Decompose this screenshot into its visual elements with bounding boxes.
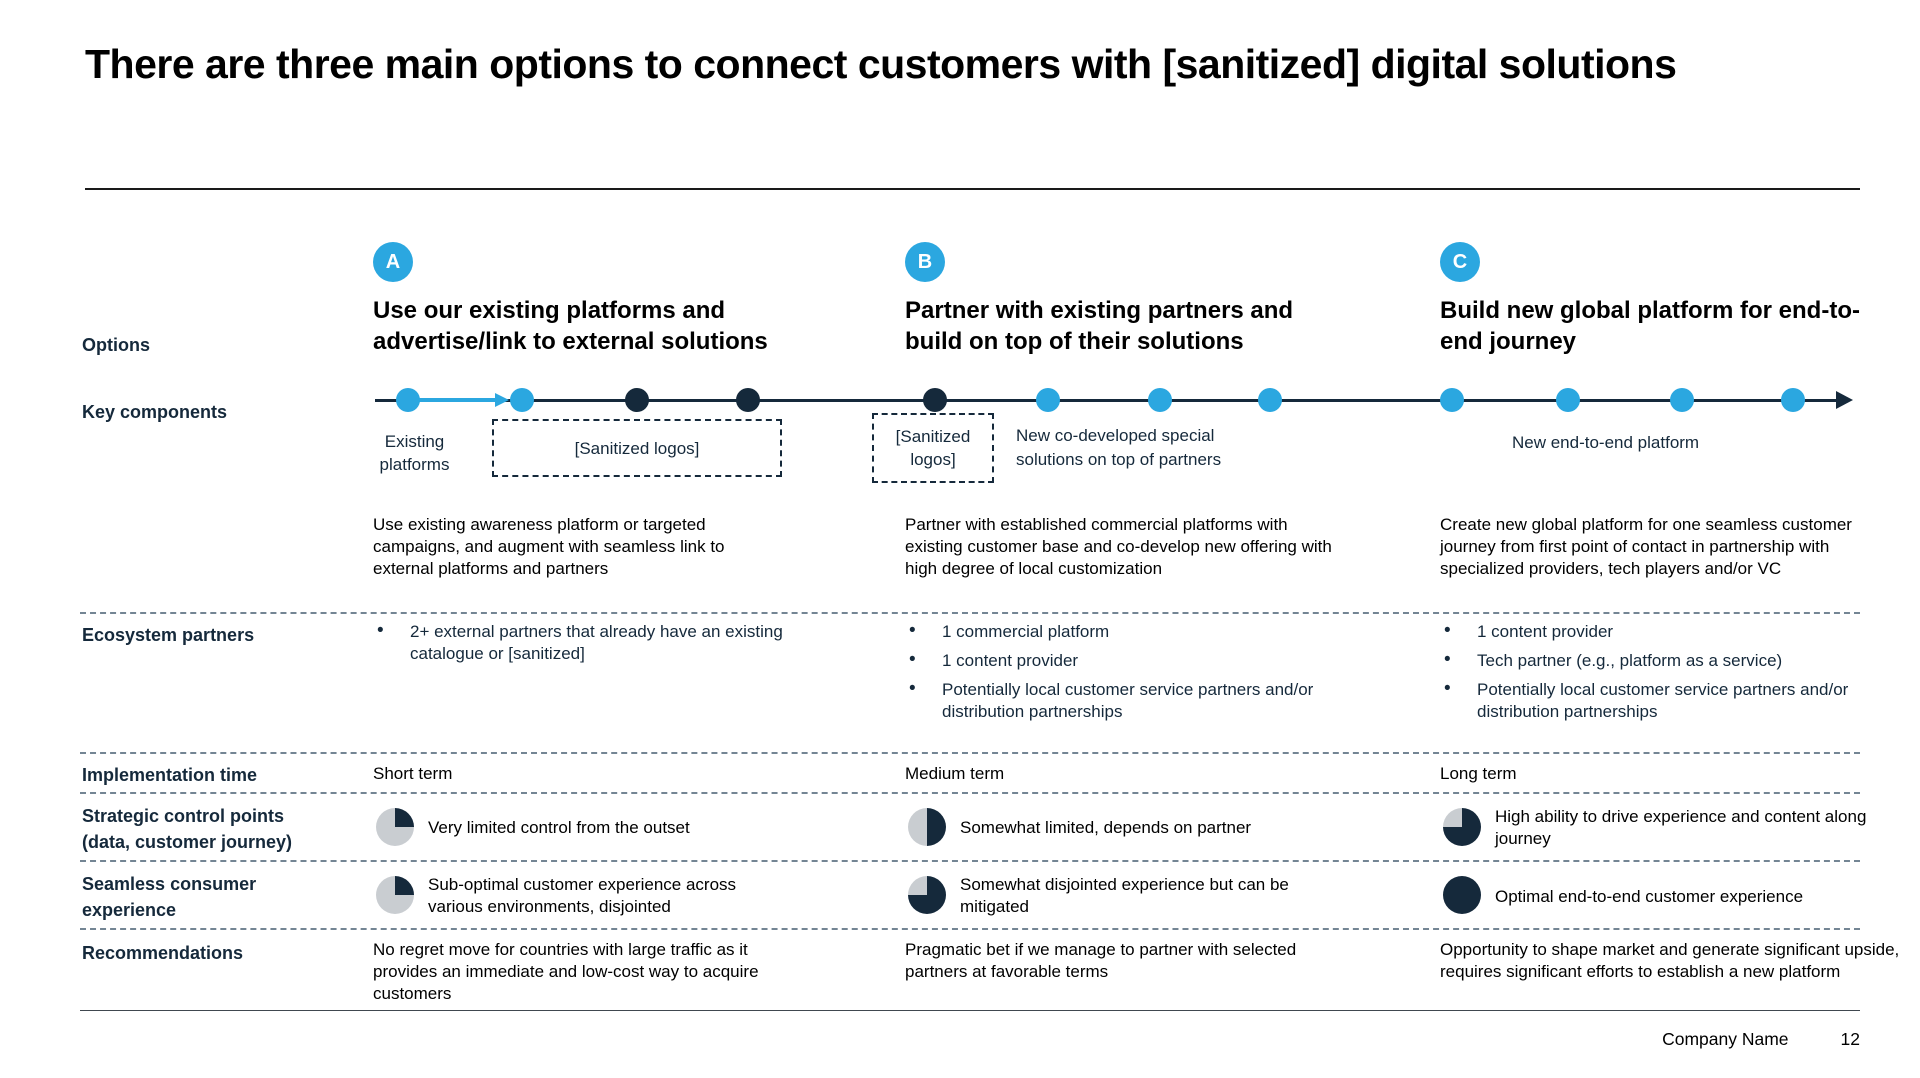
list-item: 1 content provider bbox=[1440, 620, 1892, 643]
option-badge-b: B bbox=[905, 242, 945, 282]
row-label-implementation-time: Implementation time bbox=[82, 765, 258, 785]
option-header-a: Use our existing platforms and advertise… bbox=[373, 297, 768, 355]
row-separator bbox=[80, 860, 1860, 862]
row-label-ecosystem-partners: Ecosystem partners bbox=[82, 625, 255, 645]
option-header-b: Partner with existing partners and build… bbox=[905, 297, 1294, 355]
row-label-seamless-experience: Seamless consumer experience bbox=[82, 874, 257, 920]
option-description-a: Use existing awareness platform or targe… bbox=[373, 515, 725, 578]
timeline-dot bbox=[923, 388, 947, 412]
sanitized-logos-box-b: [Sanitized logos] bbox=[872, 413, 994, 483]
harvey-ball-quarter-icon bbox=[376, 876, 414, 914]
row-separator bbox=[80, 752, 1860, 754]
harvey-ball-quarter-icon bbox=[376, 808, 414, 846]
row-separator bbox=[80, 792, 1860, 794]
list-item: 2+ external partners that already have a… bbox=[373, 620, 823, 665]
seamless-text-b: Somewhat disjointed experience but can b… bbox=[960, 875, 1289, 916]
list-item: 1 content provider bbox=[905, 649, 1337, 672]
timeline-dot bbox=[396, 388, 420, 412]
codeveloped-label: New co-developed special solutions on to… bbox=[1016, 426, 1222, 469]
option-badge-c: C bbox=[1440, 242, 1480, 282]
new-platform-label: New end-to-end platform bbox=[1512, 433, 1700, 452]
ecosystem-list-c: 1 content provider Tech partner (e.g., p… bbox=[1440, 620, 1892, 730]
timeline-dot bbox=[510, 388, 534, 412]
harvey-ball-three-quarter-icon bbox=[1443, 808, 1481, 846]
list-item: Potentially local customer service partn… bbox=[905, 678, 1337, 723]
strategic-text-b: Somewhat limited, depends on partner bbox=[960, 818, 1252, 837]
blue-arrowhead-icon bbox=[495, 393, 509, 407]
row-label-line: Strategic control points bbox=[82, 806, 285, 826]
row-label-recommendations: Recommendations bbox=[82, 943, 244, 963]
timeline-dot bbox=[1781, 388, 1805, 412]
strategic-text-c: High ability to drive experience and con… bbox=[1495, 807, 1867, 848]
existing-platforms-label: Existing platforms bbox=[379, 432, 450, 474]
implementation-b: Medium term bbox=[905, 764, 1005, 783]
strategic-text-a: Very limited control from the outset bbox=[428, 818, 690, 837]
footer-company-name: Company Name bbox=[1662, 1029, 1789, 1049]
seamless-text-a: Sub-optimal customer experience across v… bbox=[428, 875, 737, 916]
harvey-ball-half-icon bbox=[908, 808, 946, 846]
ecosystem-list-a: 2+ external partners that already have a… bbox=[373, 620, 823, 672]
recommendation-b: Pragmatic bet if we manage to partner wi… bbox=[905, 940, 1297, 981]
footer-divider bbox=[80, 1010, 1860, 1011]
list-item: 1 commercial platform bbox=[905, 620, 1337, 643]
option-description-b: Partner with established commercial plat… bbox=[905, 515, 1332, 578]
footer-page-number: 12 bbox=[1840, 1029, 1860, 1049]
row-label-key-components: Key components bbox=[82, 402, 228, 422]
sanitized-logos-a-label: [Sanitized logos] bbox=[574, 438, 700, 458]
recommendation-a: No regret move for countries with large … bbox=[373, 940, 759, 1003]
sanitized-logos-box-a: [Sanitized logos] bbox=[492, 419, 782, 477]
sanitized-logos-b-label: [Sanitized logos] bbox=[895, 427, 971, 469]
timeline-dot bbox=[1440, 388, 1464, 412]
option-badge-a: A bbox=[373, 242, 413, 282]
row-separator bbox=[80, 612, 1860, 614]
page-title: There are three main options to connect … bbox=[85, 41, 1677, 87]
row-label-strategic-control: Strategic control points (data, customer… bbox=[82, 803, 317, 855]
list-item: Potentially local customer service partn… bbox=[1440, 678, 1892, 723]
option-description-c: Create new global platform for one seaml… bbox=[1440, 515, 1852, 578]
timeline-dot bbox=[1556, 388, 1580, 412]
timeline-dot bbox=[1670, 388, 1694, 412]
timeline-dot bbox=[1258, 388, 1282, 412]
implementation-a: Short term bbox=[373, 764, 453, 783]
ecosystem-list-b: 1 commercial platform 1 content provider… bbox=[905, 620, 1337, 730]
timeline-dot bbox=[736, 388, 760, 412]
seamless-text-c: Optimal end-to-end customer experience bbox=[1495, 887, 1804, 906]
implementation-c: Long term bbox=[1440, 764, 1517, 783]
timeline-line bbox=[375, 399, 1837, 402]
timeline-dot bbox=[1036, 388, 1060, 412]
blue-arrow bbox=[416, 398, 496, 402]
row-separator bbox=[80, 928, 1860, 930]
harvey-ball-three-quarter-icon bbox=[908, 876, 946, 914]
recommendation-c: Opportunity to shape market and generate… bbox=[1440, 940, 1900, 981]
harvey-ball-full-icon bbox=[1443, 876, 1481, 914]
title-divider bbox=[85, 188, 1860, 190]
row-label-line: (data, customer journey) bbox=[82, 832, 293, 852]
timeline-dot bbox=[1148, 388, 1172, 412]
timeline-dot bbox=[625, 388, 649, 412]
timeline-arrowhead-icon bbox=[1836, 391, 1853, 409]
footer: Company Name 12 bbox=[80, 1029, 1860, 1050]
option-header-c: Build new global platform for end-to-end… bbox=[1440, 297, 1860, 355]
row-label-options: Options bbox=[82, 335, 150, 355]
list-item: Tech partner (e.g., platform as a servic… bbox=[1440, 649, 1892, 672]
